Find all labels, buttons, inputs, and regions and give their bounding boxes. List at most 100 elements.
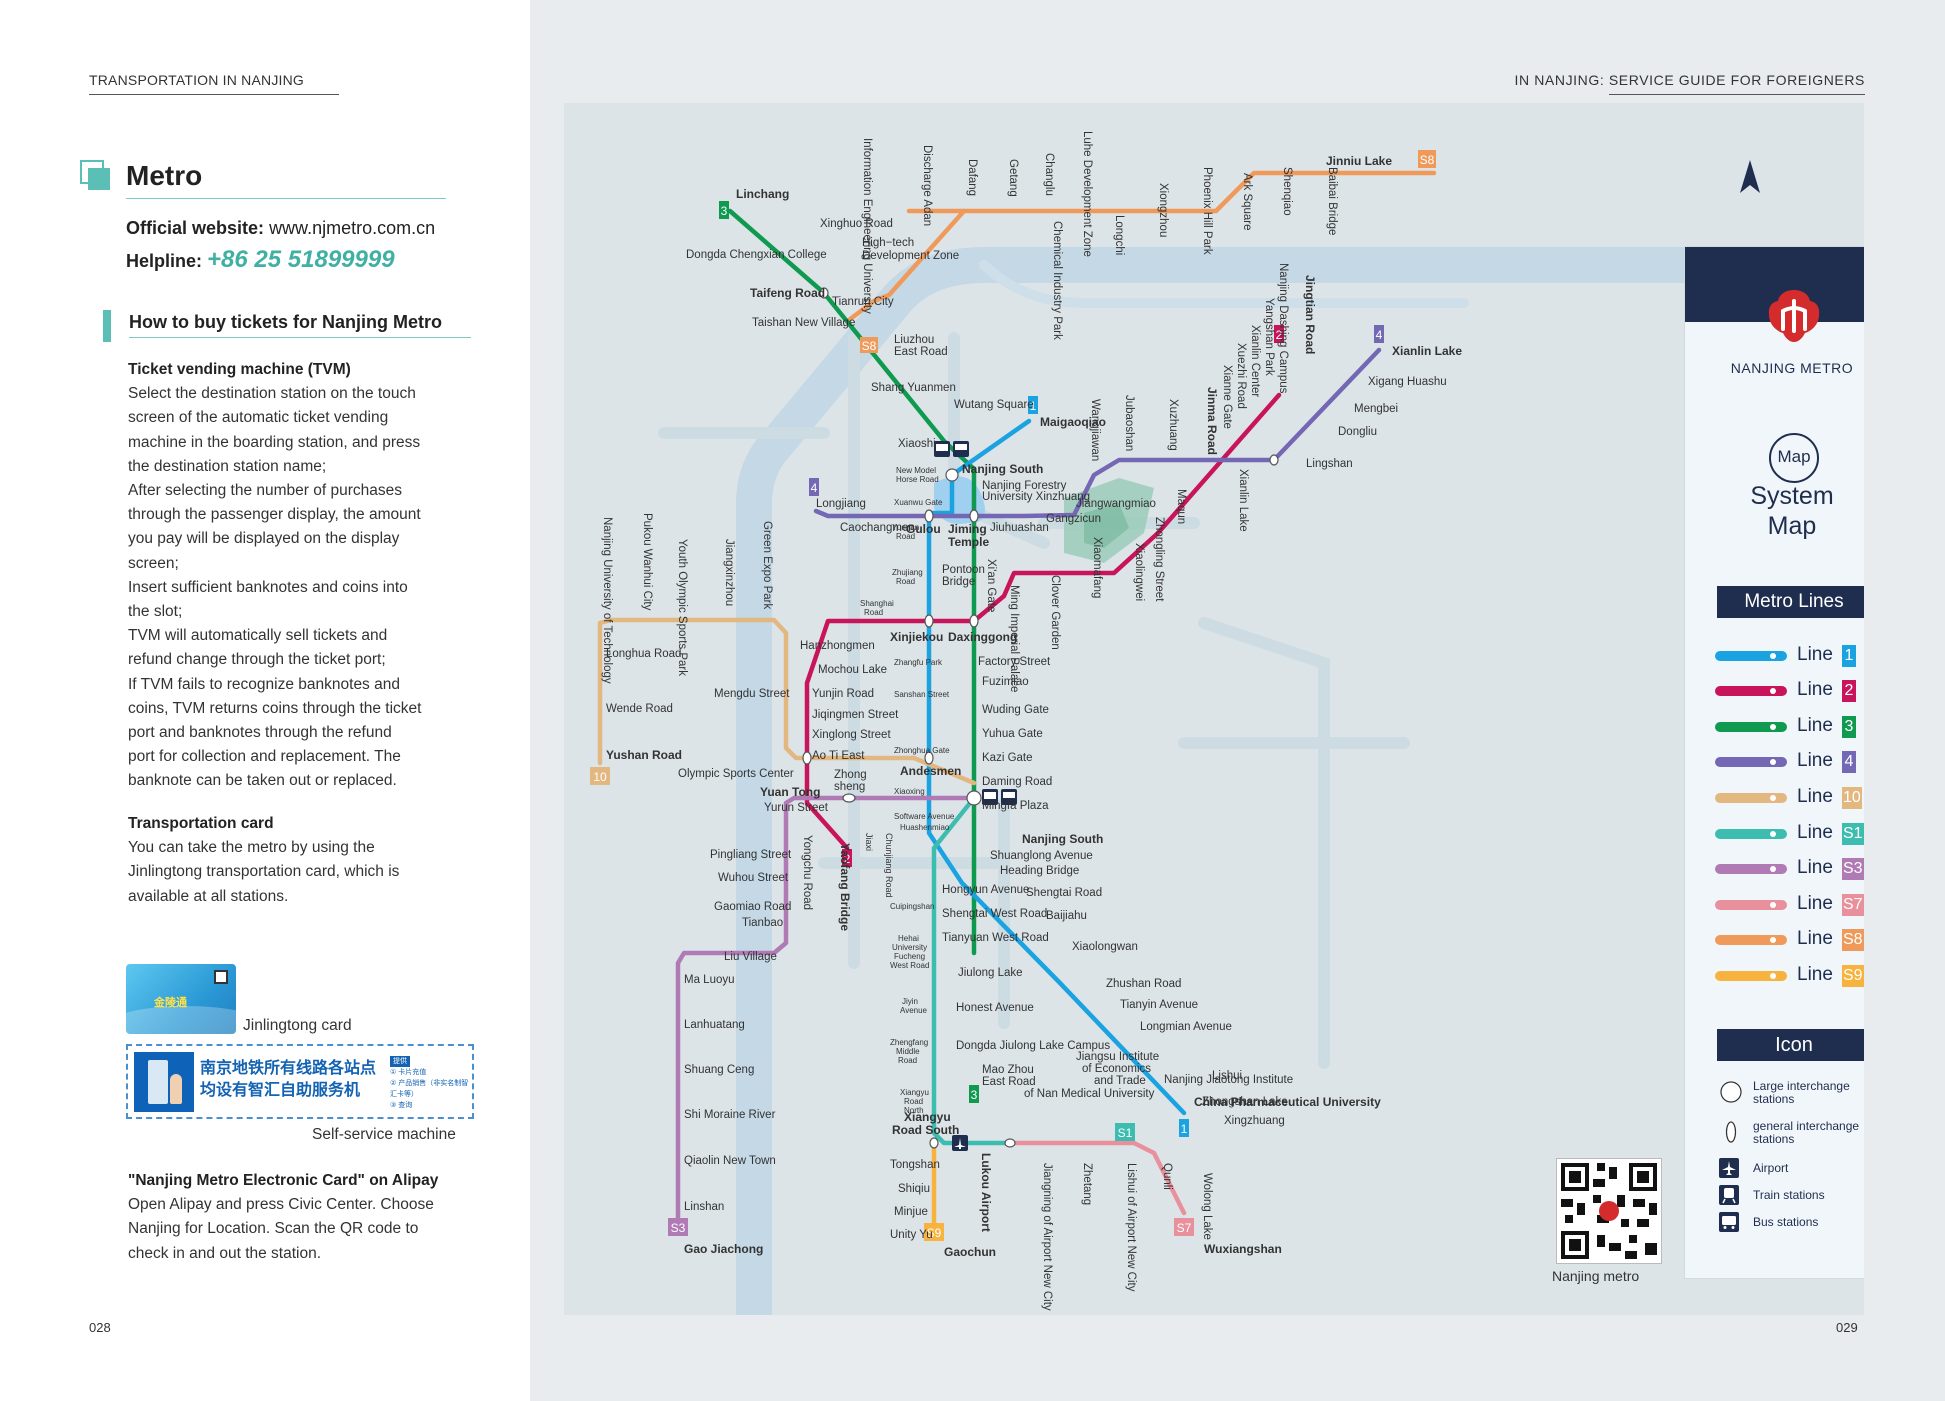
station-label[interactable]: Shang Yuanmen — [871, 382, 956, 394]
station-label[interactable]: High−tech — [862, 237, 914, 249]
station-label[interactable]: Jiangning of Airport New City — [1041, 1163, 1053, 1311]
interchange-yuan-tong[interactable] — [802, 751, 812, 765]
station-label[interactable]: Information Engineering University — [861, 138, 873, 314]
station-label[interactable]: Baibai Bridge — [1326, 167, 1338, 235]
station-label[interactable]: Zhujiang — [892, 568, 923, 577]
station-label[interactable]: Minjue — [894, 1206, 928, 1218]
station-label[interactable]: Shi Moraine River — [684, 1109, 776, 1121]
station-label[interactable]: Xiangyu — [904, 1110, 951, 1124]
station-label[interactable]: Wangjiawan — [1089, 399, 1101, 461]
station-label[interactable]: Yangshan Park — [1263, 298, 1275, 376]
station-label[interactable]: Huashenmiao — [900, 823, 950, 832]
station-label[interactable]: Unity Yu — [890, 1229, 933, 1241]
station-label[interactable]: Maigaoqiao — [1040, 415, 1106, 429]
station-label[interactable]: Jubaoshan — [1123, 395, 1135, 451]
station-label[interactable]: Gaochun — [944, 1245, 996, 1259]
station-label[interactable]: Shengtai Road — [1026, 887, 1102, 899]
station-label[interactable]: Jiyin — [902, 997, 918, 1006]
interchange-yaofang-bridge[interactable] — [842, 793, 856, 803]
station-label[interactable]: Cuipingshan — [890, 902, 934, 911]
station-label[interactable]: Zhong — [834, 769, 867, 781]
station-label[interactable]: Xianlin Center — [1249, 325, 1261, 397]
station-label[interactable]: China Pharmaceutical University — [1194, 1095, 1381, 1109]
station-label[interactable]: of Nan Medical University — [1024, 1088, 1155, 1100]
station-label[interactable]: Ming Imperial Palace — [1008, 585, 1020, 692]
station-label[interactable]: Maqun — [1175, 489, 1187, 524]
station-label[interactable]: Chunjiang Road — [884, 833, 894, 898]
station-label[interactable]: Taifeng Road — [750, 286, 825, 300]
station-label[interactable]: Lukou Airport — [979, 1153, 993, 1232]
station-label[interactable]: Olympic Sports Center — [678, 768, 794, 780]
station-label[interactable]: Wuxiangshan — [1204, 1242, 1282, 1256]
station-label[interactable]: Chemical Industry Park — [1051, 221, 1063, 340]
interchange-taifeng-road[interactable] — [819, 287, 829, 299]
station-label[interactable]: Lishui — [1212, 1070, 1242, 1082]
station-label[interactable]: Gulou — [906, 522, 941, 536]
station-label[interactable]: Taishan New Village — [752, 317, 855, 329]
station-label[interactable]: Lanhuatang — [684, 1019, 745, 1031]
station-label[interactable]: Shengtai West Road — [942, 908, 1047, 920]
station-label[interactable]: University Xinzhuang — [982, 491, 1090, 503]
station-label[interactable]: West Road — [890, 961, 929, 970]
station-label[interactable]: Shuanglong Avenue — [990, 850, 1093, 862]
station-label[interactable]: Software Avenue — [894, 812, 955, 821]
station-label[interactable]: Wuhou Street — [718, 872, 789, 884]
station-label[interactable]: Dafang — [966, 159, 978, 196]
interchange-lukou-airport[interactable] — [1004, 1138, 1016, 1148]
station-label[interactable]: Wutang Square — [954, 399, 1034, 411]
station-label[interactable]: Xiangyu — [900, 1088, 929, 1097]
station-label[interactable]: Phoenix Hill Park — [1201, 167, 1213, 255]
station-label[interactable]: Qunli — [1161, 1163, 1173, 1190]
station-label[interactable]: Linchang — [736, 187, 789, 201]
station-label[interactable]: Caochangmen — [840, 522, 915, 534]
station-label[interactable]: Tianyuan West Road — [942, 932, 1049, 944]
station-label[interactable]: Yuhua Gate — [982, 728, 1043, 740]
helpline-value[interactable]: +86 25 51899999 — [207, 246, 395, 273]
station-label[interactable]: Baijiahu — [1046, 910, 1087, 922]
station-label[interactable]: Ma Luoyu — [684, 974, 735, 986]
station-label[interactable]: Nanjing Jiaotong Institute — [1164, 1074, 1293, 1086]
station-label[interactable]: Longmian Avenue — [1140, 1021, 1232, 1033]
station-label[interactable]: Jiulong Lake — [958, 967, 1023, 979]
station-label[interactable]: Jiuhuashan — [990, 522, 1049, 534]
station-label[interactable]: Xiaomafang — [1091, 537, 1103, 598]
station-label[interactable]: Luhe Development Zone — [1081, 131, 1093, 257]
station-label[interactable]: Xianlin Lake — [1237, 469, 1249, 532]
station-label[interactable]: Lishui of Airport New City — [1125, 1163, 1137, 1292]
station-label[interactable]: Zhongling Street — [1153, 517, 1165, 602]
station-label[interactable]: Hanzhongmen — [800, 640, 875, 652]
station-label[interactable]: Zhangfu Park — [894, 658, 943, 667]
station-label[interactable]: Getang — [1007, 159, 1019, 197]
station-label[interactable]: Bridge — [942, 576, 975, 588]
station-label[interactable]: Gao Jiachong — [684, 1242, 763, 1256]
station-label[interactable]: Yurun Street — [764, 802, 829, 814]
station-label[interactable]: Shiqiu — [898, 1183, 930, 1195]
station-label[interactable]: Yaofang Bridge — [838, 843, 852, 931]
station-label[interactable]: Zhonghua Gate — [894, 746, 950, 755]
station-label[interactable]: Dongda Jiulong Lake Campus — [956, 1040, 1110, 1052]
station-label[interactable]: Hehai — [898, 934, 919, 943]
station-label[interactable]: Road — [896, 532, 915, 541]
station-label[interactable]: Shuang Ceng — [684, 1064, 754, 1076]
station-label[interactable]: Xinjiekou — [890, 630, 943, 644]
station-label[interactable]: Nanjing South — [962, 462, 1043, 476]
station-label[interactable]: Yunnan — [892, 523, 919, 532]
interchange-gulou[interactable] — [924, 509, 934, 523]
station-label[interactable]: Mingfa Plaza — [982, 800, 1049, 812]
interchange-xinjiekou[interactable] — [924, 614, 934, 628]
station-label[interactable]: University — [892, 943, 927, 952]
station-label[interactable]: Road — [896, 577, 915, 586]
station-label[interactable]: Nanjing Dashing Campus — [1277, 263, 1289, 394]
station-label[interactable]: Xuanwu Gate — [894, 498, 943, 507]
station-label[interactable]: Lingshan — [1306, 458, 1353, 470]
station-label[interactable]: Longhua Road — [606, 648, 681, 660]
station-label[interactable]: Pingliang Street — [710, 849, 792, 861]
station-label[interactable]: Xiaolongwan — [1072, 941, 1138, 953]
station-label[interactable]: Road — [898, 1056, 917, 1065]
interchange-xiangyu-road-south[interactable] — [929, 1137, 939, 1149]
station-label[interactable]: Xinghuo Road — [820, 218, 893, 230]
station-label[interactable]: East Road — [982, 1076, 1036, 1088]
station-label[interactable]: New Model — [896, 466, 936, 475]
station-label[interactable]: Xingzhuang — [1224, 1115, 1285, 1127]
station-label[interactable]: Mao Zhou — [982, 1064, 1034, 1076]
